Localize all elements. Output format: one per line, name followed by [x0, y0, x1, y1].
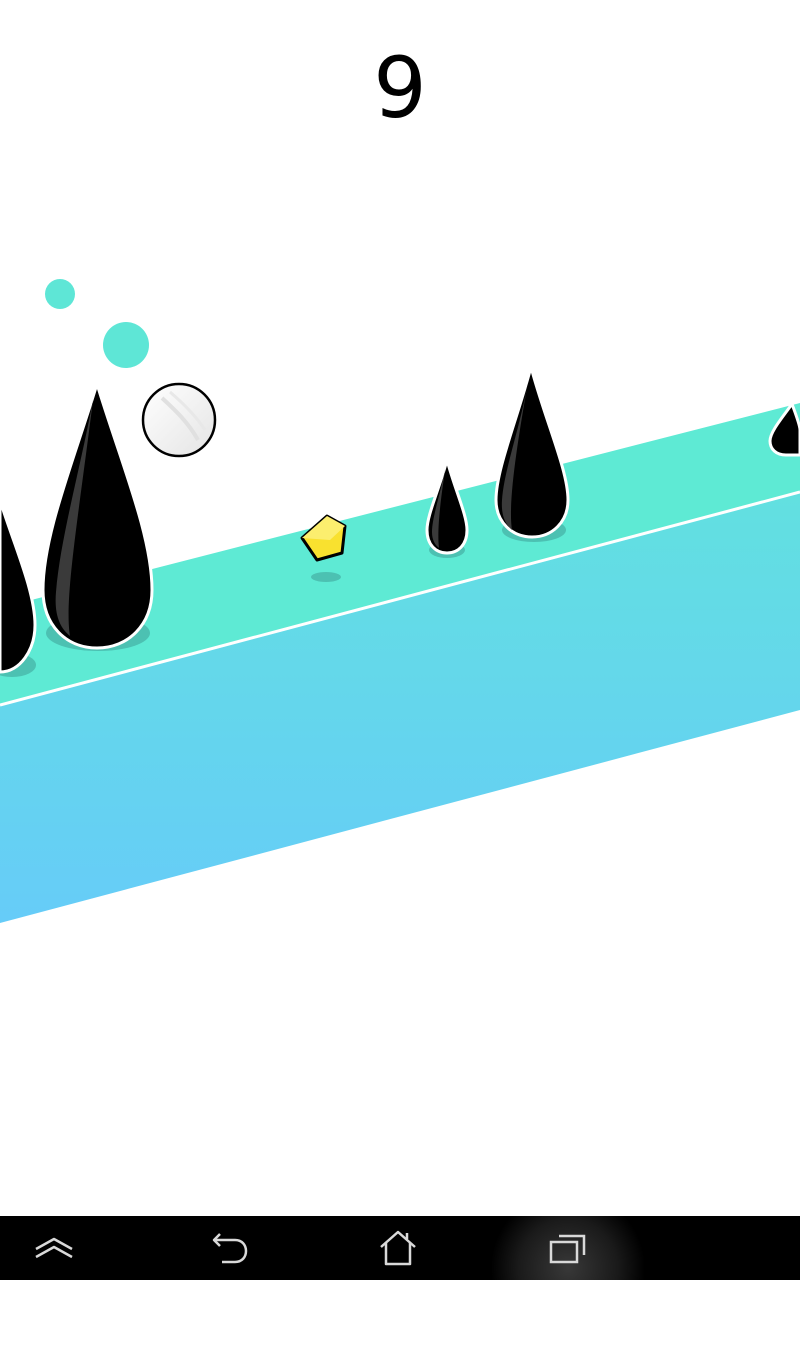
score-counter: 9 [373, 39, 427, 137]
recent-apps-button[interactable] [508, 1216, 628, 1280]
spike-left-edge [0, 499, 37, 674]
gem [300, 514, 347, 562]
trail-bubble [103, 322, 149, 368]
track-edge [0, 490, 800, 707]
recent-apps-icon [548, 1231, 588, 1265]
expand-icon [32, 1233, 76, 1263]
back-icon [210, 1230, 250, 1266]
back-button[interactable] [170, 1216, 290, 1280]
spike-right-edge [768, 400, 800, 457]
track-side [0, 492, 800, 923]
game-scene[interactable] [0, 0, 800, 1216]
expand-button[interactable] [0, 1216, 114, 1280]
player-ball [141, 382, 217, 458]
gem-shadow [311, 572, 341, 582]
track-top [0, 403, 800, 705]
spike-small [425, 454, 469, 555]
home-icon [378, 1229, 418, 1267]
navigation-bar [0, 1216, 800, 1280]
home-button[interactable] [338, 1216, 458, 1280]
spike-large [41, 378, 154, 650]
spike-medium [494, 361, 570, 539]
trail-bubble [45, 279, 75, 309]
